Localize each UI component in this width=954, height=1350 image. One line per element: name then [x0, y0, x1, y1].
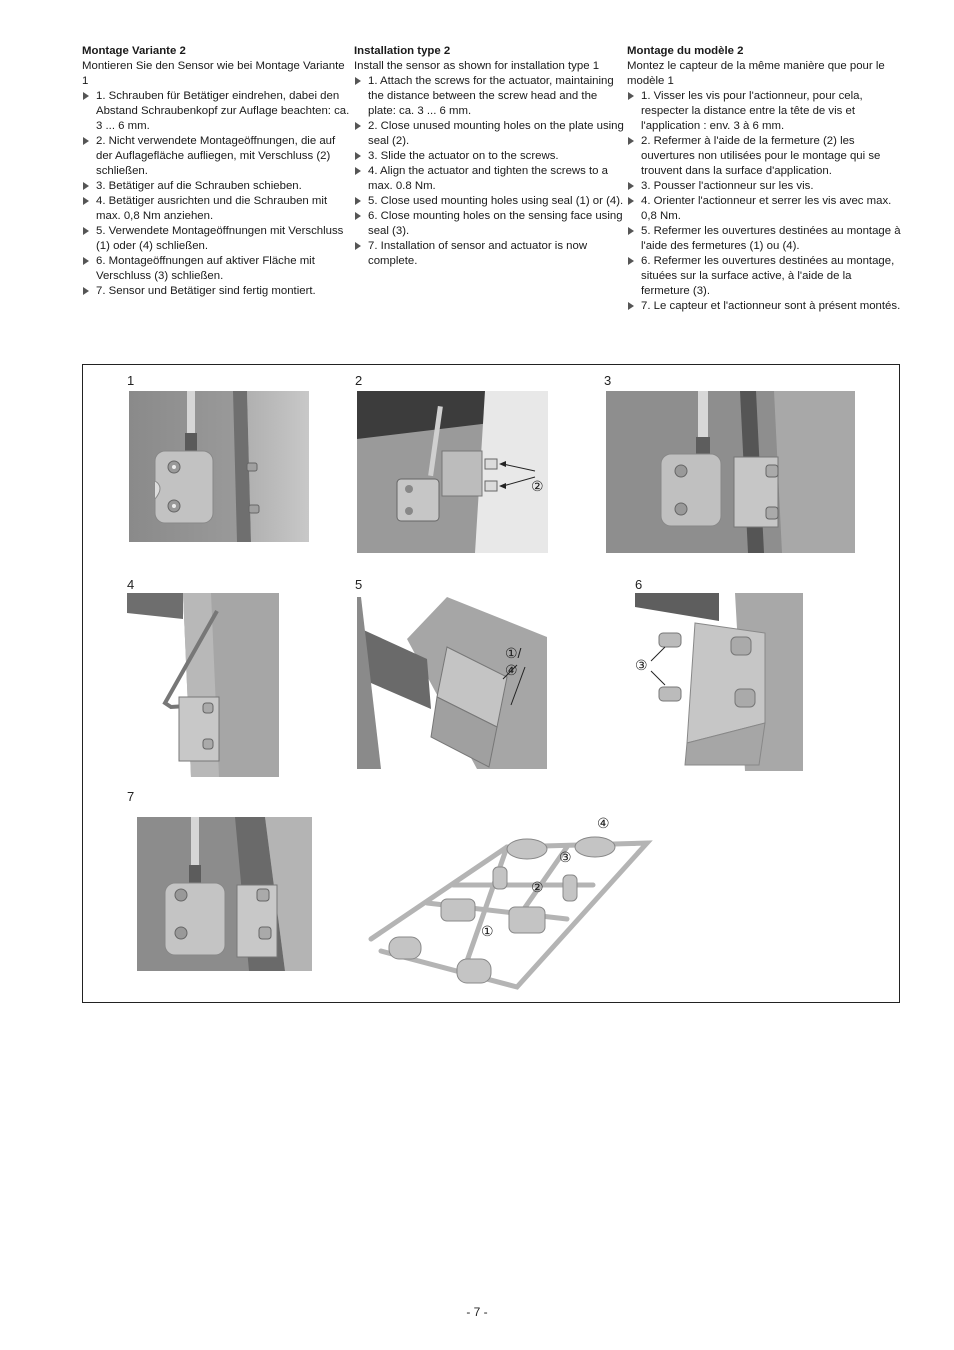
- seal-2-insertion-illustration: [357, 391, 548, 553]
- column-english: Installation type 2 Install the sensor a…: [354, 44, 626, 269]
- bullet-triangle-icon: [628, 302, 634, 310]
- step-item: 4. Betätiger ausrichten und die Schraube…: [82, 194, 354, 224]
- callout-seal-4: ④: [597, 815, 610, 831]
- figure-number: 5: [355, 577, 363, 592]
- figure-number: 7: [127, 789, 135, 804]
- tightening-screws-illustration: [127, 593, 282, 777]
- installation-complete-illustration: [137, 817, 312, 971]
- figure-number: 3: [604, 373, 612, 388]
- step-list: 1. Schrauben für Betätiger eindrehen, da…: [82, 89, 354, 299]
- step-item: 1. Schrauben für Betätiger eindrehen, da…: [82, 89, 354, 134]
- callout-seal-2: ②: [531, 478, 544, 494]
- bullet-triangle-icon: [355, 212, 361, 220]
- bullet-triangle-icon: [83, 182, 89, 190]
- step-item: 4. Orienter l'actionneur et serrer les v…: [627, 194, 901, 224]
- step-item: 2. Refermer à l'aide de la fermeture (2)…: [627, 134, 901, 179]
- bullet-triangle-icon: [83, 92, 89, 100]
- figure-number: 4: [127, 577, 135, 592]
- installation-figures: 1 2: [82, 364, 900, 1003]
- step-item: 6. Montageöffnungen auf aktiver Fläche m…: [82, 254, 354, 284]
- seal-sprue-illustration: [357, 811, 657, 996]
- bullet-triangle-icon: [355, 122, 361, 130]
- bullet-triangle-icon: [628, 257, 634, 265]
- callout-seal-1: ①: [481, 923, 494, 939]
- bullet-triangle-icon: [83, 137, 89, 145]
- bullet-triangle-icon: [355, 242, 361, 250]
- bullet-triangle-icon: [628, 227, 634, 235]
- step-item: 6. Refermer les ouvertures destinées au …: [627, 254, 901, 299]
- section-title: Montage Variante 2: [82, 45, 186, 57]
- intro-text: Montez le capteur de la même manière que…: [627, 60, 885, 87]
- step-item: 3. Slide the actuator on to the screws.: [354, 149, 626, 164]
- step-item: 5. Refermer les ouvertures destinées au …: [627, 224, 901, 254]
- page-number: - 7 -: [466, 1305, 488, 1319]
- section-title: Installation type 2: [354, 45, 451, 57]
- callout-seal-2: ②: [531, 879, 544, 895]
- callout-seal-1-4: ①/④: [505, 645, 522, 678]
- seal-3-insertion-illustration: [635, 593, 803, 771]
- bullet-triangle-icon: [83, 227, 89, 235]
- bullet-triangle-icon: [628, 182, 634, 190]
- seal-1-4-insertion-illustration: [357, 597, 547, 769]
- figure-number: 1: [127, 373, 135, 388]
- bullet-triangle-icon: [628, 92, 634, 100]
- column-french: Montage du modèle 2 Montez le capteur de…: [627, 44, 901, 314]
- figure-number: 6: [635, 577, 643, 592]
- step-item: 6. Close mounting holes on the sensing f…: [354, 209, 626, 239]
- figure-number: 2: [355, 373, 363, 388]
- intro-text: Montieren Sie den Sensor wie bei Montage…: [82, 60, 345, 87]
- bullet-triangle-icon: [83, 197, 89, 205]
- callout-seal-3: ③: [559, 849, 572, 865]
- bullet-triangle-icon: [628, 197, 634, 205]
- step-item: 7. Installation of sensor and actuator i…: [354, 239, 626, 269]
- bullet-triangle-icon: [355, 167, 361, 175]
- step-item: 5. Verwendete Montageöffnungen mit Versc…: [82, 224, 354, 254]
- section-title: Montage du modèle 2: [627, 45, 744, 57]
- bullet-triangle-icon: [83, 257, 89, 265]
- bullet-triangle-icon: [355, 197, 361, 205]
- step-item: 1. Visser les vis pour l'actionneur, pou…: [627, 89, 901, 134]
- bullet-triangle-icon: [628, 137, 634, 145]
- callout-seal-3: ③: [635, 657, 648, 673]
- step-item: 1. Attach the screws for the actuator, m…: [354, 74, 626, 119]
- step-item: 2. Close unused mounting holes on the pl…: [354, 119, 626, 149]
- bullet-triangle-icon: [355, 152, 361, 160]
- step-item: 3. Betätiger auf die Schrauben schieben.: [82, 179, 354, 194]
- step-item: 5. Close used mounting holes using seal …: [354, 194, 626, 209]
- step-item: 3. Pousser l'actionneur sur les vis.: [627, 179, 901, 194]
- step-item: 7. Sensor und Betätiger sind fertig mont…: [82, 284, 354, 299]
- intro-text: Install the sensor as shown for installa…: [354, 60, 600, 72]
- step-item: 7. Le capteur et l'actionneur sont à pré…: [627, 299, 901, 314]
- actuator-on-screws-illustration: [606, 391, 855, 553]
- bullet-triangle-icon: [355, 77, 361, 85]
- step-item: 4. Align the actuator and tighten the sc…: [354, 164, 626, 194]
- bullet-triangle-icon: [83, 287, 89, 295]
- step-list: 1. Attach the screws for the actuator, m…: [354, 74, 626, 269]
- column-german: Montage Variante 2 Montieren Sie den Sen…: [82, 44, 354, 299]
- step-item: 2. Nicht verwendete Montageöffnungen, di…: [82, 134, 354, 179]
- step-list: 1. Visser les vis pour l'actionneur, pou…: [627, 89, 901, 314]
- sensor-mounted-illustration: [129, 391, 309, 542]
